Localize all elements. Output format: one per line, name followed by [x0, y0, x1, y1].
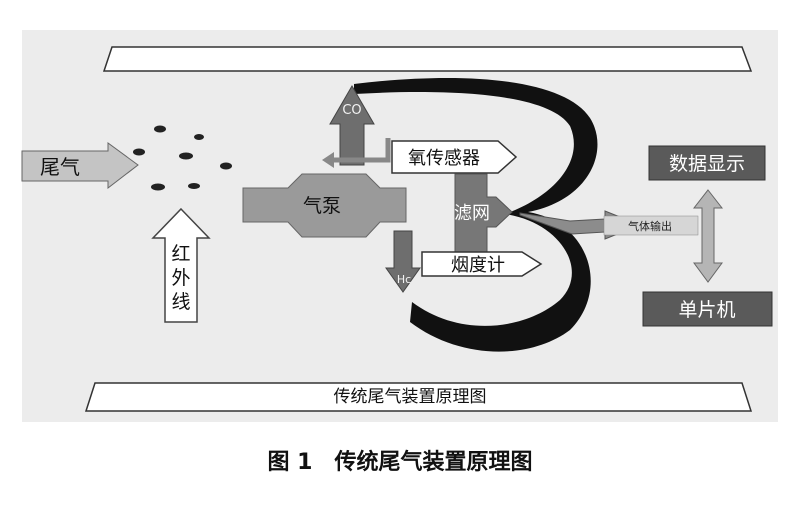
exhaust-arrow: [21, 142, 139, 190]
top-banner: [102, 46, 753, 72]
return-pipe: [330, 138, 391, 163]
data-display-box: [648, 145, 766, 181]
hc-arrow: [385, 230, 421, 293]
infrared-label-3: 线: [171, 291, 190, 313]
exhaust-particles: [133, 125, 232, 191]
gas-flow-swoosh: [354, 77, 598, 352]
gas-pump-label: 气泵: [303, 195, 341, 217]
co-label: CO: [342, 103, 361, 118]
smoke-meter-arrow: [421, 251, 543, 277]
bottom-banner: [84, 382, 753, 412]
bidirectional-arrow: [692, 189, 724, 283]
smoke-meter-label: 烟度计: [451, 255, 505, 276]
infrared-label-1: 红: [171, 243, 190, 265]
bottom-banner-label: 传统尾气装置原理图: [334, 387, 487, 407]
gas-pump: [242, 173, 407, 238]
co-arrow: [329, 85, 375, 166]
data-display-label: 数据显示: [669, 153, 745, 175]
gas-output-label: 气体输出: [628, 219, 672, 233]
return-pipe-arrowhead: [322, 152, 334, 168]
figure-caption: 图 1 传统尾气装置原理图: [268, 449, 533, 475]
gas-output-box: [603, 215, 699, 236]
infrared-label-2: 外: [171, 267, 190, 289]
hc-label: Hc: [397, 273, 411, 286]
exhaust-label: 尾气: [40, 155, 80, 179]
filter-label: 滤网: [454, 203, 490, 224]
infrared-arrow: [151, 207, 211, 323]
oxygen-sensor-arrow: [391, 140, 518, 174]
mcu-box: [642, 291, 773, 327]
oxygen-sensor-label: 氧传感器: [408, 148, 480, 169]
mcu-label: 单片机: [678, 299, 735, 321]
